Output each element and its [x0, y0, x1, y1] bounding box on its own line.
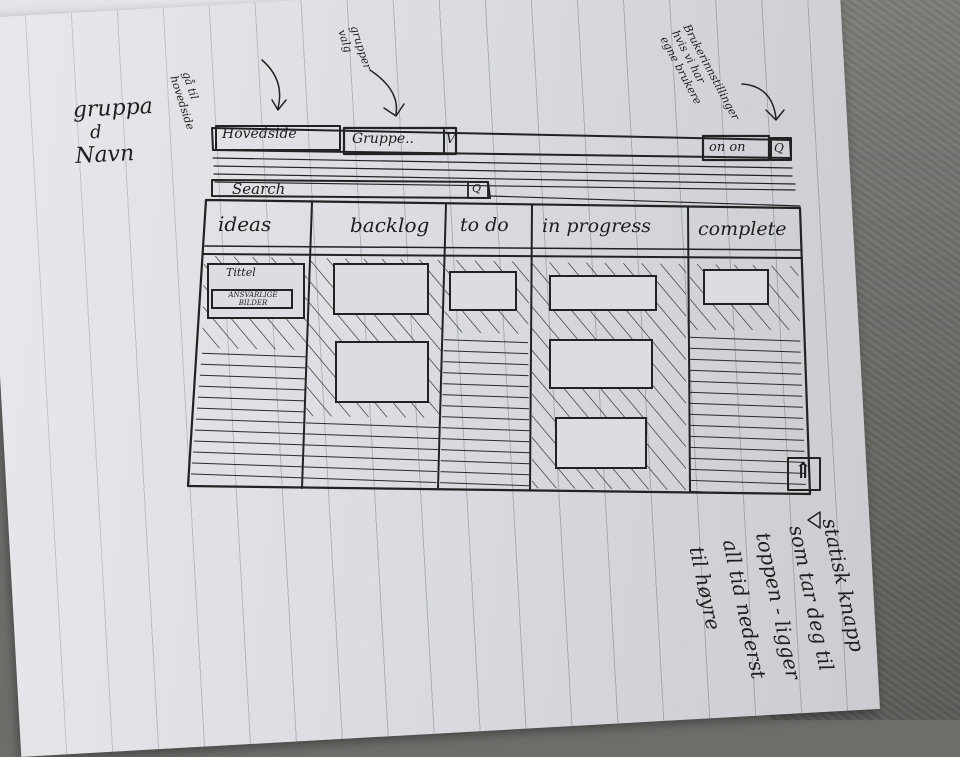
corner-note-arrow [741, 83, 785, 121]
wireframe-sketch [186, 59, 821, 529]
scroll-top-button-outline [787, 457, 821, 491]
home-note-arrow [261, 59, 287, 111]
card-badge-line2: BILDER [238, 299, 268, 307]
group-name-note-line3: Navn [74, 140, 135, 170]
todo-card [449, 271, 517, 311]
card-badge-line1: ANSVARLIGE [228, 291, 278, 299]
group-name-note: gruppa d Navn [72, 94, 156, 169]
home-button-outline [215, 125, 341, 151]
card-badge: ANSVARLIGE BILDER [218, 291, 288, 307]
column-header-in-progress: in progress [542, 215, 652, 237]
group-select-outline [342, 126, 458, 156]
search-icon-outline [467, 181, 489, 199]
user-button[interactable]: on on [709, 140, 746, 155]
in-progress-card-2 [549, 339, 653, 389]
column-header-todo: to do [460, 214, 509, 236]
arrow-up-icon[interactable]: ⇑ [794, 458, 813, 484]
backlog-card-1 [333, 263, 429, 315]
column-header-ideas: ideas [218, 212, 272, 236]
user-button-outline [701, 134, 771, 162]
search-icon[interactable]: Q [472, 182, 482, 195]
cards [207, 263, 769, 469]
search-input[interactable]: Search [232, 180, 286, 198]
card-badge-outline [211, 289, 293, 309]
user-settings-icon[interactable]: Q [774, 141, 784, 155]
backlog-card-2 [335, 341, 429, 403]
group-note-arrow [369, 69, 405, 117]
user-icon-outline [770, 137, 792, 161]
group-name-note-line1: gruppa [72, 93, 154, 124]
search-bar-outline [211, 179, 491, 199]
column-header-complete: complete [698, 218, 787, 240]
in-progress-card-1 [549, 275, 657, 311]
home-button[interactable]: Hovedside [222, 126, 297, 142]
card-title: Tittel [226, 266, 256, 279]
group-select[interactable]: Gruppe.. [352, 131, 415, 147]
board-outline [186, 198, 812, 496]
chevron-down-icon[interactable]: V [446, 132, 456, 147]
column-header-backlog: backlog [350, 213, 430, 237]
in-progress-card-3 [555, 417, 647, 469]
complete-card [703, 269, 769, 305]
